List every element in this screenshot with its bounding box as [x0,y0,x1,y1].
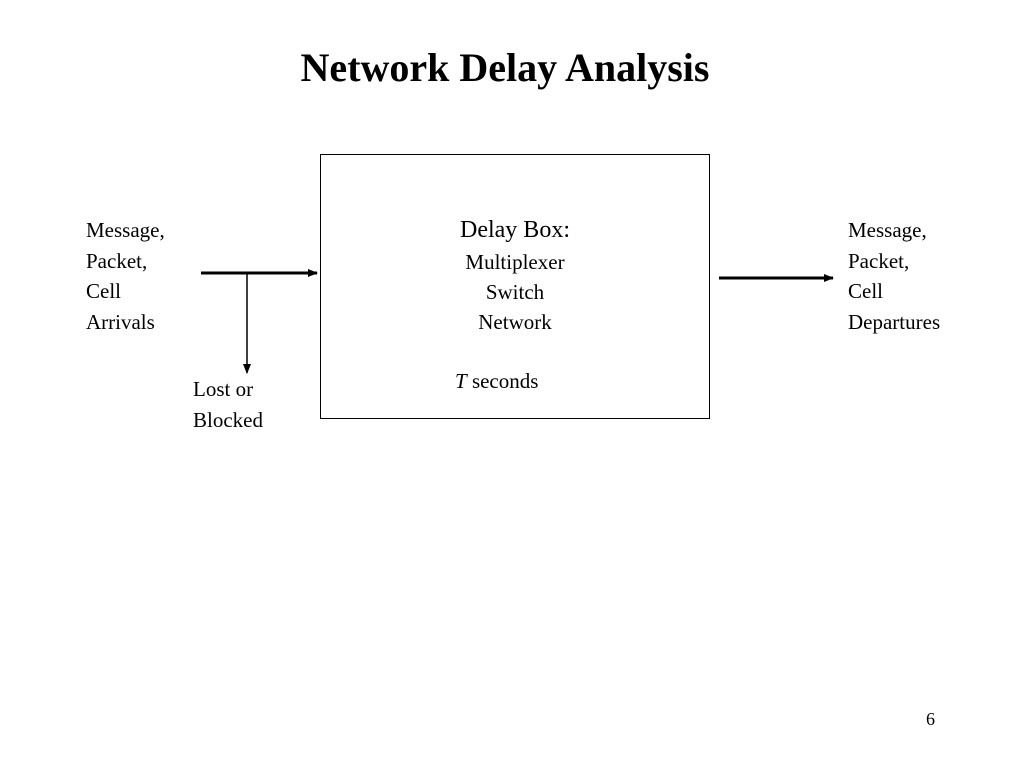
lost-blocked-line: Lost or [193,377,254,401]
departures-line: Departures [848,309,941,334]
delay-box-line-network: Network [478,310,552,334]
arrivals-line: Packet, [86,248,148,273]
delay-box-line-switch: Switch [485,280,545,304]
delay-box-heading: Delay Box: [460,217,570,243]
arrivals-line: Cell [86,279,121,303]
lost-blocked-line: Blocked [193,407,263,432]
delay-time-label: T seconds [455,366,538,396]
departures-line: Cell [848,279,883,303]
departures-line: Message, [848,218,927,242]
lost-blocked-label: Lost or Blocked [193,374,263,435]
page-number: 6 [926,709,935,729]
delay-time-unit: seconds [471,369,539,393]
arrivals-line: Arrivals [86,309,155,334]
delay-time-variable: T [455,369,467,393]
arrivals-line: Message, [86,218,165,242]
arrivals-label: Message, Packet, Cell Arrivals [86,215,165,337]
departures-line: Packet, [848,248,910,273]
departures-label: Message, Packet, Cell Departures [848,215,940,337]
delay-box-line-multiplexer: Multiplexer [465,250,565,274]
slide-title: Network Delay Analysis [300,45,710,90]
delay-box: Delay Box: Multiplexer Switch Network T … [320,154,710,419]
